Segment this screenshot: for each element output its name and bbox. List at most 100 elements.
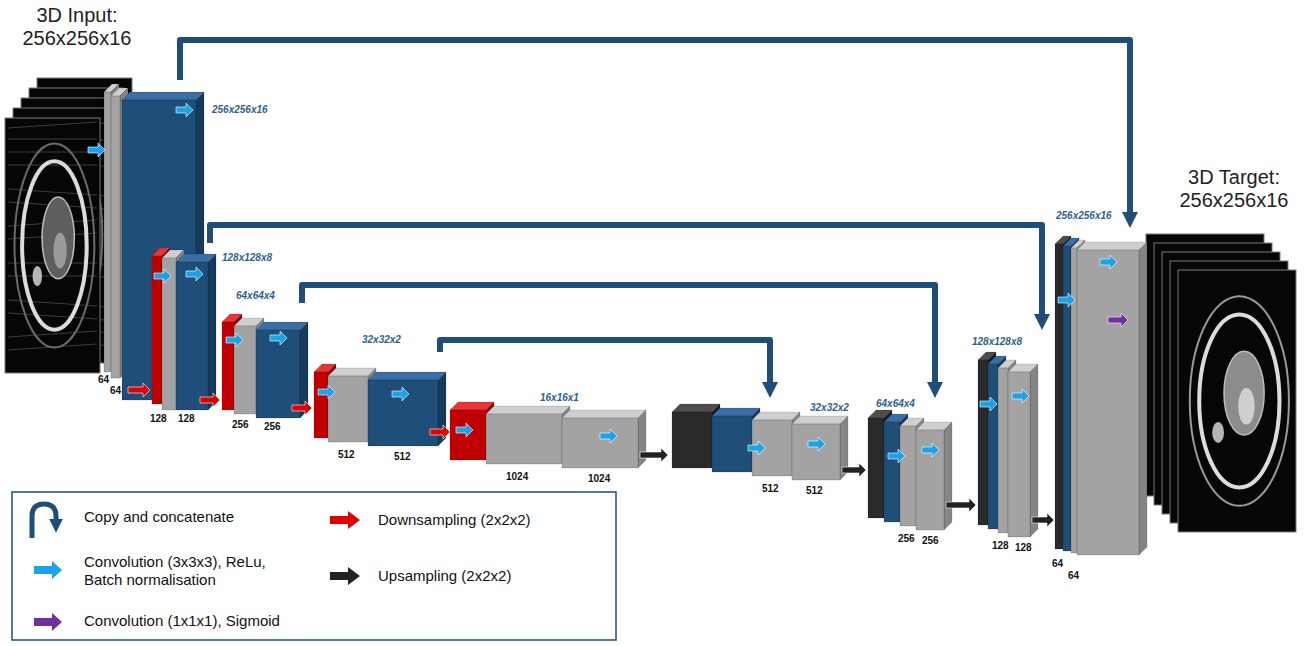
target-title: 3D Target: 256x256x16 <box>1172 166 1296 212</box>
upsampling-arrow <box>640 448 668 462</box>
convolution-arrow <box>186 267 203 281</box>
feature-map-blocks <box>1055 236 1147 555</box>
block-front <box>111 96 120 378</box>
convolution-arrow <box>392 387 409 401</box>
block-front <box>916 430 944 530</box>
block-top <box>256 322 308 330</box>
feature-map-stage: 10241024 <box>448 392 653 500</box>
feature-map-blocks <box>670 398 860 528</box>
legend-entry: Downsampling (2x2x2) <box>378 511 598 529</box>
feature-map-stage: 512512 <box>312 352 452 472</box>
legend-entry: Upsampling (2x2x2) <box>378 567 598 585</box>
convolution-arrow <box>1012 389 1029 403</box>
block-front <box>176 262 208 410</box>
block-front <box>450 410 486 460</box>
convolution-arrow <box>748 441 765 455</box>
feature-map-blocks <box>974 330 1052 575</box>
channel-count: 256 <box>898 534 915 544</box>
block-front <box>868 418 884 518</box>
dimension-label: 128x128x8 <box>222 252 272 264</box>
convolution-arrow <box>1100 255 1117 269</box>
channel-count: 64 <box>1068 571 1079 581</box>
target-mri-stack <box>1224 351 1264 435</box>
block-top <box>792 416 848 424</box>
input-mri-stack <box>5 118 100 373</box>
downsampling-arrow <box>430 425 450 439</box>
channel-count: 512 <box>806 486 823 496</box>
block-top <box>368 372 446 380</box>
input-mri-stack <box>22 161 87 329</box>
block-front <box>1077 250 1139 555</box>
input-mri-stack <box>33 266 43 286</box>
legend-frame <box>12 492 616 640</box>
upsampling-arrow <box>842 463 866 477</box>
dimension-label: 256x256x16 <box>1056 210 1112 222</box>
channel-count: 256 <box>264 422 281 432</box>
channel-count: 128 <box>150 414 167 424</box>
dimension-label: 64x64x4 <box>876 398 915 410</box>
channel-count: 64 <box>110 386 121 396</box>
convolution-arrow <box>808 437 825 451</box>
block-top <box>122 92 204 100</box>
block-front <box>900 426 916 526</box>
block-top <box>752 412 800 420</box>
upsampling-arrow <box>1032 513 1054 527</box>
skip-connection <box>180 40 1130 220</box>
input-mri-stack <box>8 331 97 337</box>
channel-count: 128 <box>178 414 195 424</box>
channel-count: 64 <box>98 375 109 385</box>
convolution-arrow <box>88 143 105 157</box>
convolution-arrow <box>980 397 997 411</box>
feature-map-blocks <box>146 243 220 433</box>
block-side <box>638 410 646 468</box>
feature-map-blocks <box>1052 228 1152 590</box>
block-top <box>486 406 570 414</box>
feature-map-stage: 256256 <box>864 398 974 548</box>
convolution-arrow <box>176 103 193 117</box>
block-front <box>712 416 752 472</box>
dimension-label: 32x32x2 <box>810 402 849 414</box>
block-front <box>486 414 562 464</box>
block-front <box>368 380 438 446</box>
block-top <box>672 404 720 412</box>
dimension-label: 256x256x16 <box>212 104 268 116</box>
input-mri-stack <box>53 233 66 269</box>
skip-connection <box>302 285 935 390</box>
convolution-arrow <box>154 269 171 283</box>
feature-map-blocks <box>314 364 446 446</box>
channel-count: 256 <box>232 420 249 430</box>
block-front <box>884 422 900 522</box>
block-front <box>978 360 988 525</box>
legend-entry: Convolution (3x3x3), ReLu, Batch normali… <box>84 553 294 589</box>
target-mri-stack <box>1238 388 1255 425</box>
target-mri-stack <box>1199 315 1279 488</box>
legend-symbols <box>34 613 62 631</box>
legend-entry: Convolution (1x1x1), Sigmoid <box>84 612 324 630</box>
block-front <box>672 412 712 468</box>
sigmoid-arrow <box>1108 313 1128 327</box>
dimension-label: 16x16x1 <box>540 392 579 404</box>
feature-map-stage: 128128 <box>974 330 1052 575</box>
input-mri-stack <box>42 197 74 279</box>
input-mri-stack <box>8 152 97 153</box>
legend-entry: Copy and concatenate <box>84 508 324 526</box>
upsampling-arrow <box>946 498 976 512</box>
dimension-label: 128x128x8 <box>972 336 1022 348</box>
channel-count: 512 <box>338 450 355 460</box>
input-mri-stack <box>8 122 97 128</box>
feature-map-blocks <box>450 402 646 468</box>
feature-map-blocks <box>868 410 952 530</box>
block-front <box>998 368 1008 533</box>
convolution-arrow <box>888 449 905 463</box>
feature-map-blocks <box>448 392 653 500</box>
block-front <box>562 418 638 468</box>
feature-map-blocks <box>312 352 452 472</box>
block-front <box>314 372 328 438</box>
channel-count: 64 <box>1052 559 1063 569</box>
input-mri-stack <box>15 144 95 348</box>
legend-symbols <box>330 567 360 585</box>
feature-map-blocks <box>864 398 974 548</box>
block-front <box>1055 244 1063 549</box>
dimension-label: 32x32x2 <box>362 334 401 346</box>
block-side <box>1030 364 1038 537</box>
